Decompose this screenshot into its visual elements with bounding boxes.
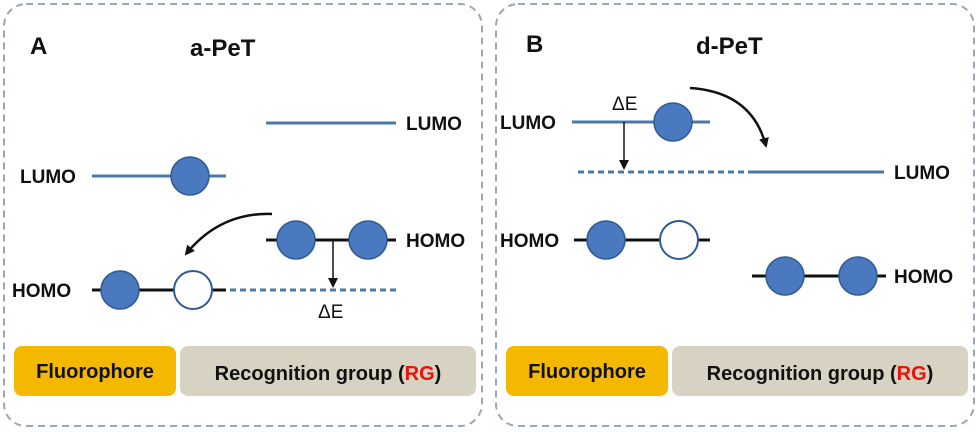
fluorophore-electron	[586, 220, 626, 260]
fluorophore-electron	[100, 270, 140, 310]
panel-b-title: d-PeT	[696, 33, 763, 60]
recognition-legend-box	[180, 346, 476, 396]
fluorophore-homo-label: HOMO	[12, 281, 71, 302]
panel-a: A a-PeT LUMO LUMO HOMO ΔE HOMO Fluoropho…	[3, 3, 483, 427]
empty-orbital	[659, 220, 699, 260]
electron-transfer-arrow	[689, 86, 769, 148]
panel-b: B d-PeT LUMO ΔE LUMO HOMO HOMO Fluoropho…	[495, 3, 975, 427]
fluorophore-legend-label: Fluorophore	[528, 361, 646, 383]
fluorophore-legend-box	[506, 346, 668, 396]
rg-lumo-label: LUMO	[894, 163, 950, 184]
rg-electron-2	[838, 256, 878, 296]
excited-electron	[170, 156, 210, 196]
fluorophore-legend-label: Fluorophore	[36, 361, 154, 383]
panel-b-border	[495, 3, 975, 427]
rg-electron-1	[765, 256, 805, 296]
rg-electron-2	[348, 220, 388, 260]
fluorophore-legend-box	[14, 346, 176, 396]
panel-a-border	[3, 3, 483, 427]
excited-electron	[653, 102, 693, 142]
panel-a-title: a-PeT	[190, 35, 256, 62]
delta-e-label: ΔE	[318, 302, 343, 323]
panel-a-letter: A	[30, 33, 47, 60]
recognition-legend-box	[672, 346, 968, 396]
rg-lumo-label: LUMO	[406, 114, 462, 135]
panel-b-letter: B	[526, 31, 543, 58]
recognition-legend-label: Recognition group (RG)	[215, 363, 442, 385]
recognition-legend-label: Recognition group (RG)	[707, 363, 934, 385]
delta-e-label: ΔE	[612, 94, 637, 115]
rg-homo-label: HOMO	[406, 231, 465, 252]
rg-electron-1	[276, 220, 316, 260]
fluorophore-lumo-label: LUMO	[500, 113, 556, 134]
rg-homo-label: HOMO	[894, 267, 953, 288]
fluorophore-lumo-label: LUMO	[20, 167, 76, 188]
empty-orbital	[173, 270, 213, 310]
electron-transfer-arrow	[184, 212, 273, 256]
fluorophore-homo-label: HOMO	[500, 231, 559, 252]
